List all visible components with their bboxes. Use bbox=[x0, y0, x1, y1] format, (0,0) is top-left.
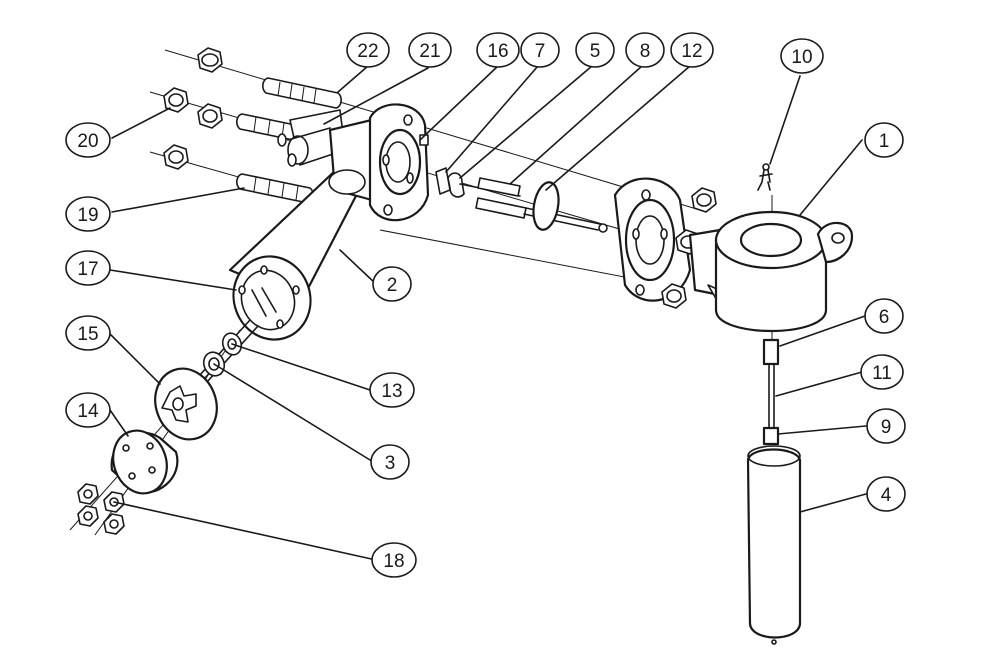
svg-text:2: 2 bbox=[387, 275, 398, 296]
head-housing bbox=[688, 210, 854, 332]
callout-10: 10 bbox=[780, 38, 824, 74]
callout-14: 14 bbox=[65, 392, 111, 428]
callout-21: 21 bbox=[408, 32, 452, 68]
callout-19: 19 bbox=[65, 196, 111, 232]
hex-nut bbox=[163, 87, 189, 113]
svg-text:9: 9 bbox=[881, 417, 892, 438]
stud-bolt bbox=[262, 77, 342, 109]
callout-2: 2 bbox=[372, 266, 412, 302]
callout-18: 18 bbox=[371, 542, 417, 578]
float-assembly bbox=[746, 338, 802, 645]
linkage-parts bbox=[435, 167, 608, 233]
svg-text:8: 8 bbox=[640, 41, 651, 62]
hex-nut bbox=[77, 483, 99, 505]
callout-1: 1 bbox=[864, 122, 904, 158]
svg-text:5: 5 bbox=[590, 41, 601, 62]
svg-text:18: 18 bbox=[383, 551, 404, 572]
callout-5: 5 bbox=[575, 32, 615, 68]
svg-text:19: 19 bbox=[77, 205, 98, 226]
callout-12: 12 bbox=[670, 32, 714, 68]
svg-text:1: 1 bbox=[879, 131, 890, 152]
hex-nut bbox=[197, 47, 223, 73]
hex-nut bbox=[163, 144, 189, 170]
svg-text:12: 12 bbox=[681, 41, 702, 62]
hex-nut bbox=[197, 103, 223, 129]
svg-text:16: 16 bbox=[487, 41, 508, 62]
callout-6: 6 bbox=[864, 298, 904, 334]
callout-4: 4 bbox=[866, 476, 906, 512]
svg-text:21: 21 bbox=[419, 41, 440, 62]
hex-nut bbox=[661, 283, 687, 309]
svg-text:22: 22 bbox=[357, 41, 378, 62]
head-flange bbox=[613, 177, 692, 302]
end-cap bbox=[110, 429, 179, 495]
callout-17: 17 bbox=[65, 250, 111, 286]
svg-text:3: 3 bbox=[385, 453, 396, 474]
svg-text:14: 14 bbox=[77, 401, 99, 422]
svg-text:7: 7 bbox=[535, 41, 546, 62]
hex-nut bbox=[77, 505, 99, 527]
stud-bolts-group bbox=[163, 47, 342, 204]
svg-text:11: 11 bbox=[872, 363, 892, 384]
callout-22: 22 bbox=[346, 32, 390, 68]
svg-text:13: 13 bbox=[381, 381, 402, 402]
hex-nut bbox=[103, 513, 125, 535]
callout-3: 3 bbox=[370, 444, 410, 480]
svg-text:15: 15 bbox=[77, 324, 98, 345]
hex-nut bbox=[691, 187, 717, 213]
callout-8: 8 bbox=[625, 32, 665, 68]
svg-text:10: 10 bbox=[791, 47, 812, 68]
svg-text:20: 20 bbox=[77, 131, 98, 152]
callout-13: 13 bbox=[369, 372, 415, 408]
svg-text:6: 6 bbox=[879, 307, 890, 328]
lower-flange bbox=[232, 255, 312, 341]
svg-text:17: 17 bbox=[77, 259, 98, 280]
callout-11: 11 bbox=[860, 354, 904, 390]
callout-16: 16 bbox=[476, 32, 520, 68]
slotted-disc bbox=[154, 367, 218, 441]
callout-7: 7 bbox=[520, 32, 560, 68]
person-icon bbox=[757, 163, 773, 191]
callout-15: 15 bbox=[65, 315, 111, 351]
callout-9: 9 bbox=[866, 408, 906, 444]
tube-flange bbox=[368, 103, 430, 222]
head-nuts bbox=[661, 187, 717, 309]
svg-text:4: 4 bbox=[881, 485, 892, 506]
stud-bolt bbox=[236, 173, 314, 204]
callout-20: 20 bbox=[65, 122, 111, 158]
leader-lines bbox=[109, 65, 867, 561]
